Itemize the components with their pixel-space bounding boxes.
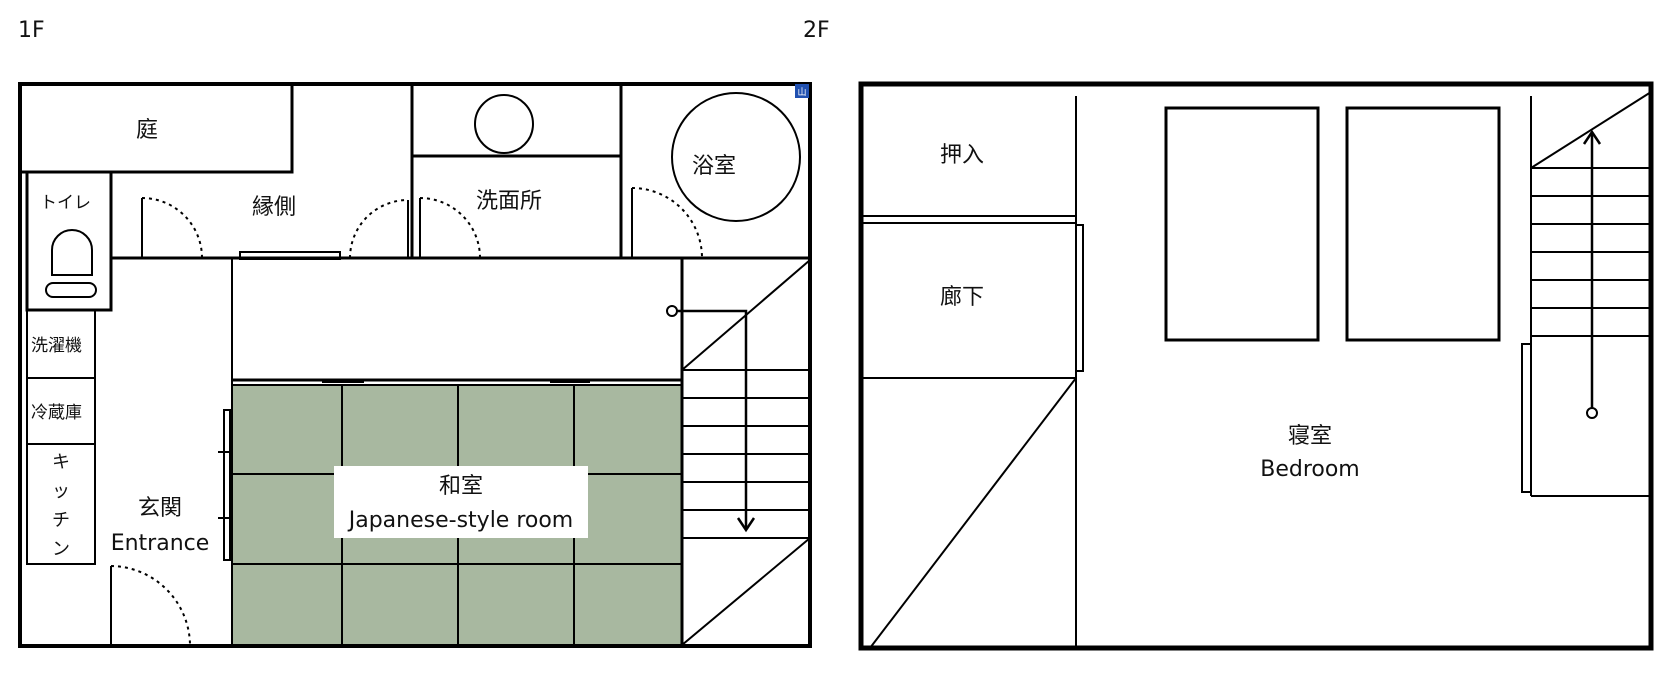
room-toilet: トイレ: [40, 193, 91, 213]
appliance-fridge: 冷蔵庫: [31, 403, 82, 423]
appliance-strip: [26, 309, 96, 565]
room-bathroom: 浴室: [692, 154, 736, 179]
toilet-icon: [45, 229, 97, 298]
floor-2f-walls: [861, 96, 1084, 649]
room-closet: 押入: [940, 143, 984, 168]
room-garden: 庭: [136, 118, 158, 143]
room-japanese-jp: 和室: [439, 474, 483, 499]
room-japanese-en: Japanese-style room: [347, 508, 574, 533]
bathtub-icon: [671, 92, 801, 222]
room-bedroom-jp: 寝室: [1288, 424, 1332, 449]
room-entrance-jp: 玄関: [138, 496, 182, 521]
room-hallway: 廊下: [940, 285, 984, 310]
corner-badge-text: 山: [797, 87, 806, 98]
tatami-left-door: [218, 409, 232, 561]
stairs-1f-arrow: [666, 305, 756, 533]
room-entrance-en: Entrance: [111, 531, 210, 556]
stairs-2f-arrow: [1582, 129, 1602, 419]
bed-right: [1345, 106, 1501, 342]
appliance-washing-machine: 洗濯機: [31, 336, 82, 356]
bed-left: [1164, 106, 1320, 342]
room-bedroom-en: Bedroom: [1260, 457, 1360, 482]
kitchen-char-3: チ: [52, 510, 70, 531]
floor-2f-plan: 押入 廊下 寝室 Bedroom: [858, 81, 1654, 651]
stairs-2f: [1521, 91, 1652, 497]
veranda-threshold: [239, 251, 341, 260]
floor-1f-label: 1F: [18, 18, 45, 43]
kitchen-char-4: ン: [52, 539, 70, 560]
japanese-room-label-bg: [334, 466, 588, 538]
corner-badge: [795, 84, 809, 98]
floor-2f-outline: [858, 81, 1654, 651]
room-veranda: 縁側: [252, 195, 296, 220]
kitchen-char-2: ッ: [52, 481, 70, 502]
room-washroom: 洗面所: [476, 189, 542, 214]
kitchen-char-1: キ: [52, 452, 70, 473]
floor-1f-plan: 山 庭 トイレ 縁側 洗面所 浴室 洗濯機 冷蔵庫 キ ッ チ ン 玄関 Ent…: [18, 82, 812, 648]
sink-icon: [474, 94, 534, 154]
beds: [1164, 106, 1501, 342]
floor-2f-label: 2F: [803, 18, 830, 43]
floor-1f-outline: [18, 82, 812, 648]
door-swings-1f: [110, 187, 703, 646]
